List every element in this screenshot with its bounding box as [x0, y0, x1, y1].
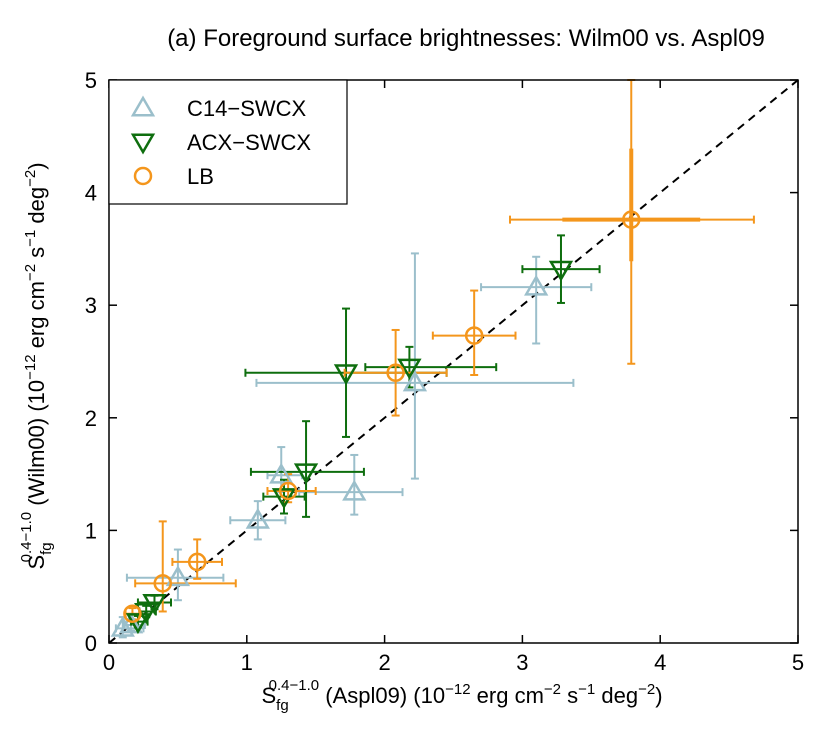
error-bar-c14-swcx	[229, 500, 287, 541]
y-tick-label: 3	[85, 293, 97, 318]
y-axis-label-exponent: −12	[22, 354, 39, 379]
data-point-lb	[187, 552, 207, 572]
data-point-lb	[278, 481, 298, 501]
x-axis-label-exponent-2: −2	[544, 681, 561, 698]
data-point-lb	[123, 604, 142, 623]
y-axis-label-text-4: deg	[24, 187, 49, 230]
error-bar-acx-swcx	[521, 234, 601, 304]
data-point-acx-swcx	[293, 463, 319, 485]
data-point-acx-swcx	[142, 594, 167, 615]
x-axis-label: Sfg0.4−1.0 (Aspl09) (10−12 erg cm−2 s−1 …	[261, 677, 662, 714]
x-axis-label-text-5: )	[655, 683, 662, 708]
y-axis-label-exponent-3: −1	[22, 230, 39, 247]
x-axis-label-superscript: 0.4−1.0	[269, 677, 319, 694]
data-point-c14-swcx	[342, 479, 367, 501]
x-axis-label-text-3: s	[561, 683, 578, 708]
x-tick-label: 3	[516, 650, 528, 675]
x-tick-label: 5	[792, 650, 804, 675]
data-point-acx-swcx	[397, 358, 422, 380]
y-tick-label: 0	[85, 631, 97, 656]
data-point-lb	[153, 574, 172, 593]
data-point-c14-swcx	[269, 462, 294, 484]
y-axis-label-text: (Wilm00) (10	[24, 380, 49, 512]
data-point-lb	[464, 326, 484, 345]
data-point-lb	[622, 210, 641, 229]
data-point-lb	[386, 363, 405, 383]
legend: C14−SWCX ACX−SWCX LB	[108, 79, 348, 205]
error-bar-c14-swcx	[480, 255, 593, 345]
plot-frame	[108, 79, 799, 644]
x-axis-label-exponent-3: −1	[578, 681, 595, 698]
data-point-c14-swcx	[524, 274, 549, 296]
x-tick-label: 2	[378, 650, 390, 675]
x-axis-label-text: (Aspl09) (10	[319, 683, 445, 708]
x-axis-label-text-4: deg	[595, 683, 638, 708]
y-axis-label-subscript: fg	[38, 542, 55, 555]
legend-label-acx-swcx: ACX−SWCX	[187, 130, 311, 155]
y-axis-label-symbol: S	[24, 555, 49, 570]
x-axis-label-text-2: erg cm	[471, 683, 544, 708]
y-tick-label: 5	[85, 68, 97, 93]
error-bar-lb	[171, 538, 223, 580]
y-tick-label: 1	[85, 518, 97, 543]
x-tick-label: 0	[103, 650, 115, 675]
y-tick-label: 4	[85, 181, 97, 206]
x-axis-label-subscript: fg	[276, 697, 289, 714]
data-point-c14-swcx	[245, 507, 270, 529]
error-bar-acx-swcx	[249, 420, 365, 518]
data-point-c14-swcx	[110, 615, 135, 637]
y-axis-label-exponent-2: −2	[22, 264, 39, 281]
error-bar-lb	[431, 289, 517, 377]
x-tick-label: 4	[654, 650, 666, 675]
data-point-c14-swcx	[118, 612, 144, 634]
data-point-acx-swcx	[548, 260, 574, 282]
legend-marker-acx-swcx	[130, 133, 156, 155]
error-bar-lb	[343, 328, 448, 417]
markers-layer	[110, 210, 641, 637]
x-axis-label-exponent-4: −2	[638, 681, 655, 698]
axis-ticks-layer: 0 1 2 3 4 5 0 1 2 3 4 5	[85, 68, 804, 675]
data-point-acx-swcx	[125, 613, 151, 635]
legend-marker-c14-swcx	[130, 95, 156, 117]
x-axis-label-symbol: S	[261, 683, 276, 708]
y-axis-label-exponent-4: −2	[22, 170, 39, 187]
y-tick-label: 2	[85, 406, 97, 431]
y-axis-label-text-2: erg cm	[24, 281, 49, 354]
x-axis-label-exponent: −12	[445, 681, 470, 698]
data-point-c14-swcx	[402, 370, 428, 392]
error-band-lb	[562, 148, 701, 262]
y-axis-label-text-3: s	[24, 247, 49, 264]
legend-label-lb: LB	[187, 164, 214, 189]
error-bar-c14-swcx	[125, 548, 225, 602]
y-axis-label-text-5: )	[24, 162, 49, 169]
y-axis-label-superscript: 0.4−1.0	[18, 512, 35, 562]
error-bars-layer	[114, 79, 755, 639]
legend-label-c14-swcx: C14−SWCX	[187, 96, 307, 121]
x-tick-label: 1	[241, 650, 253, 675]
legend-marker-lb	[133, 166, 153, 186]
y-axis-label: Sfg0.4−1.0 (Wilm00) (10−12 erg cm−2 s−1 …	[18, 162, 55, 569]
data-point-c14-swcx	[165, 565, 191, 587]
chart-title: (a) Foreground surface brightnesses: Wil…	[167, 25, 765, 52]
data-point-acx-swcx	[333, 364, 359, 386]
